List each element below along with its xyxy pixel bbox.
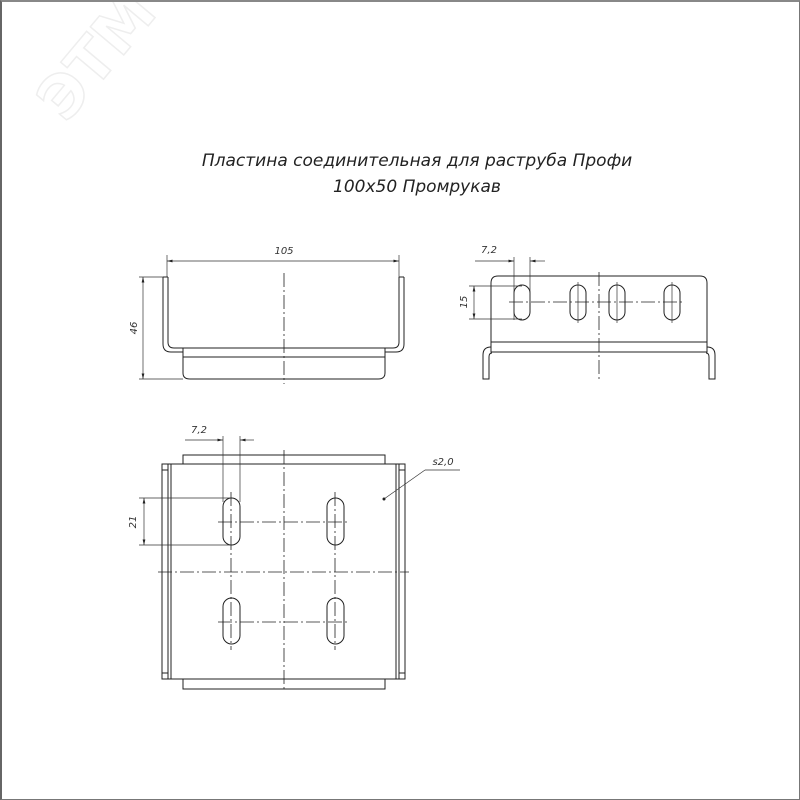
- height-dimension: 46: [129, 322, 140, 335]
- watermark-logo: ЭТМ: [24, 2, 171, 134]
- front-view: 105 46: [129, 246, 405, 384]
- plan-view: 7,2 21 s2,0: [128, 425, 460, 692]
- slot-width-dimension: 7,2: [481, 245, 497, 256]
- title-line-1: Пластина соединительная для раструба Про…: [202, 151, 632, 171]
- side-view: 7,2 15: [459, 245, 716, 382]
- slot-length-dimension: 15: [459, 296, 470, 309]
- thickness-note: s2,0: [432, 457, 453, 468]
- slots: [513, 284, 681, 321]
- slots: [222, 497, 345, 645]
- slot-length-dimension: 21: [128, 516, 139, 529]
- title-line-2: 100х50 Промрукав: [333, 177, 501, 197]
- slot-width-dimension: 7,2: [191, 425, 207, 436]
- width-dimension: 105: [274, 246, 293, 257]
